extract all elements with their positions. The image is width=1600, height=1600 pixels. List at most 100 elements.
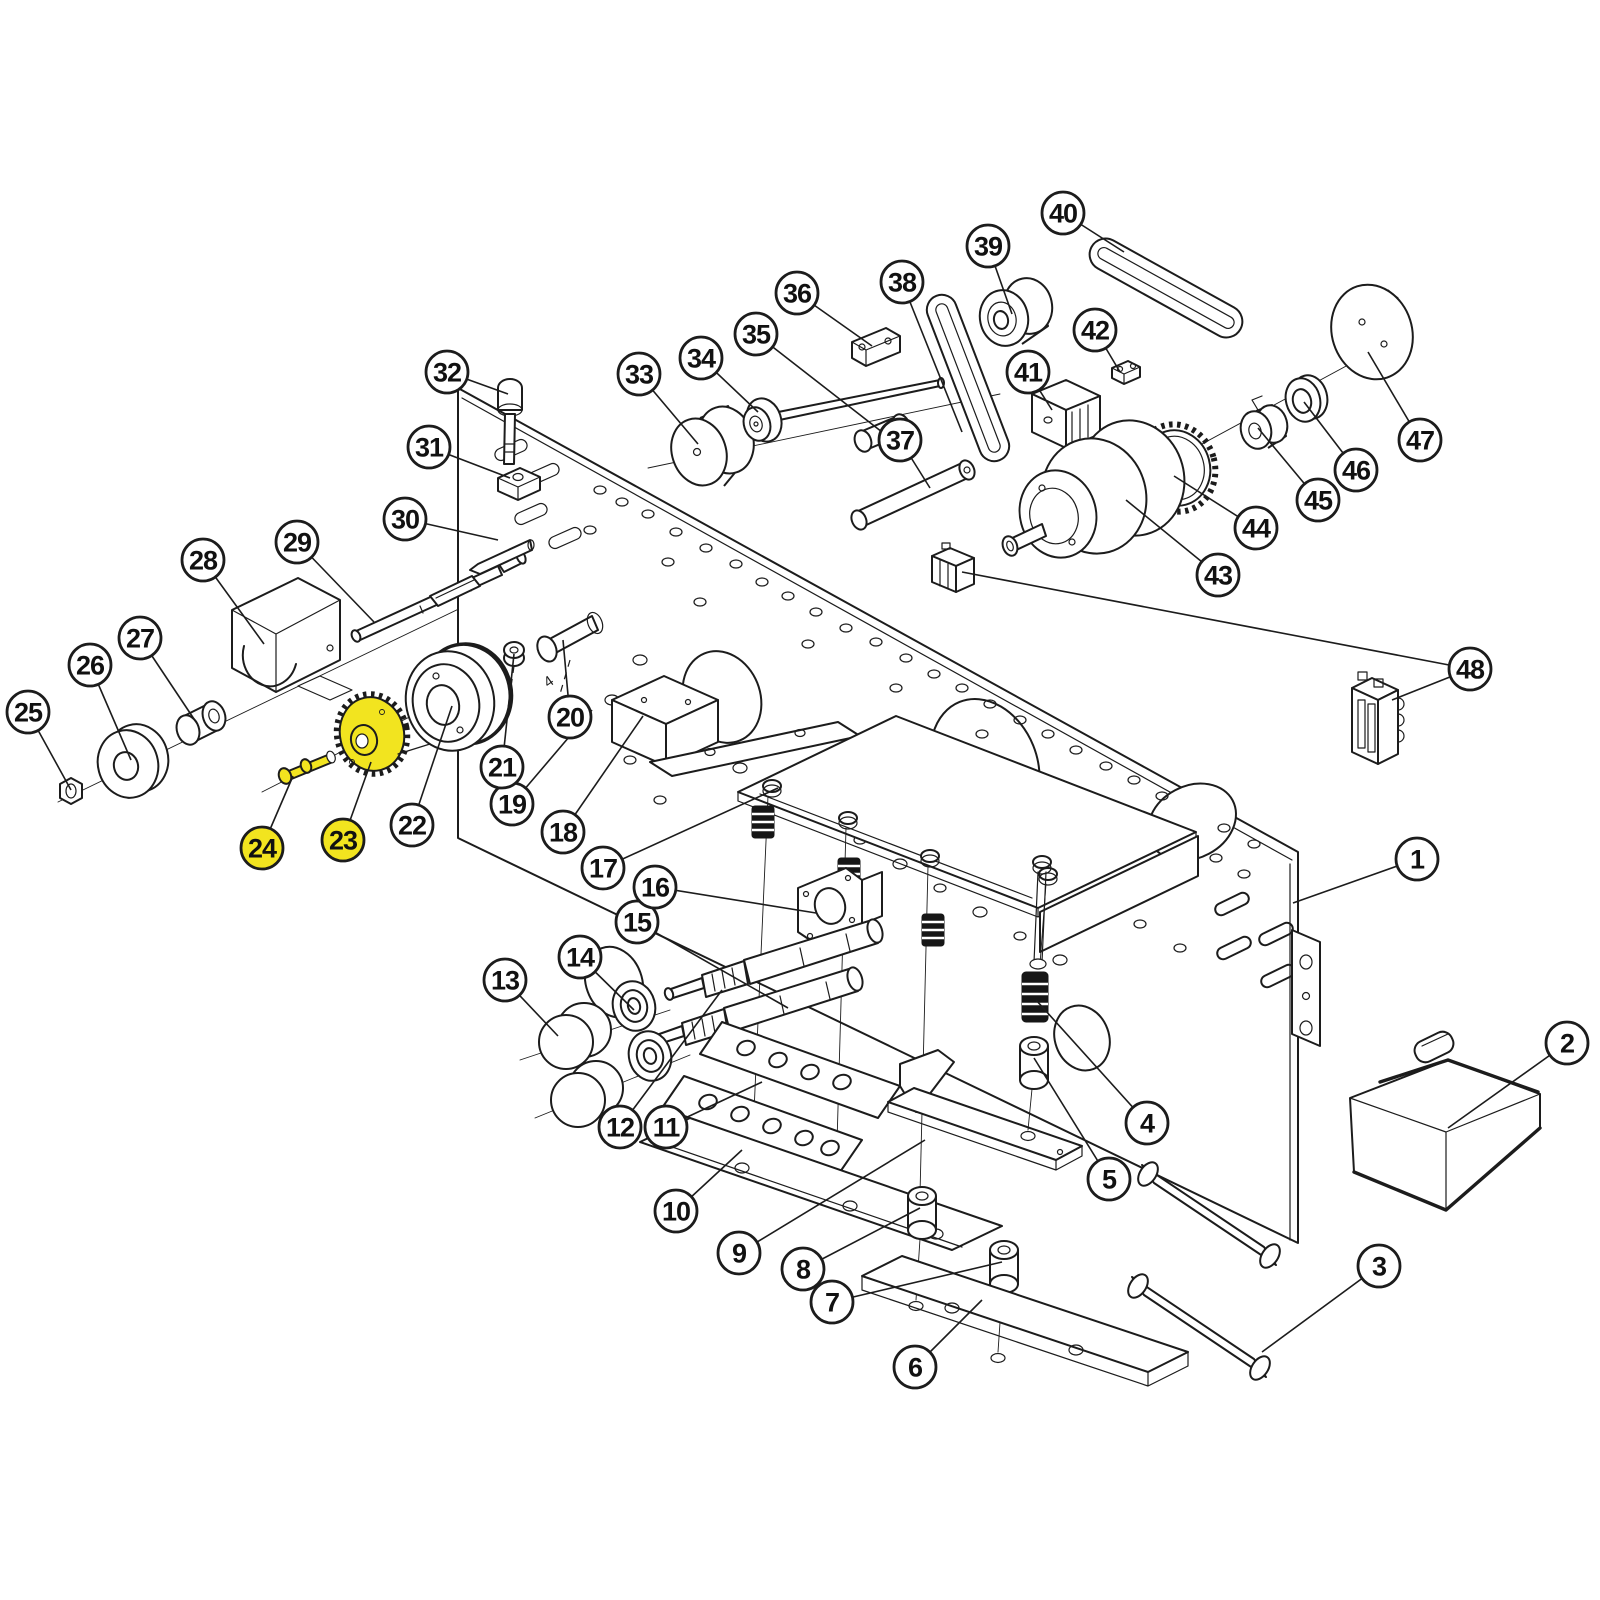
callout-balloon-44[interactable]: 44: [1233, 505, 1279, 551]
callout-balloon-38[interactable]: 38: [879, 259, 925, 305]
balloon-number-35: 35: [742, 320, 771, 350]
balloon-circle-11[interactable]: [643, 1104, 689, 1150]
callout-balloon-14[interactable]: 14: [557, 934, 603, 980]
callout-balloon-4[interactable]: 4: [1124, 1100, 1170, 1146]
balloon-circle-26[interactable]: [67, 642, 113, 688]
balloon-circle-12[interactable]: [597, 1104, 643, 1150]
callout-balloon-31[interactable]: 31: [406, 424, 452, 470]
balloon-circle-13[interactable]: [482, 957, 528, 1003]
balloon-circle-31[interactable]: [406, 424, 452, 470]
balloon-circle-29[interactable]: [274, 519, 320, 565]
balloon-circle-37[interactable]: [877, 417, 923, 463]
callout-balloon-3[interactable]: 3: [1356, 1243, 1402, 1289]
callout-balloon-1[interactable]: 1: [1394, 836, 1440, 882]
callout-balloon-37[interactable]: 37: [877, 417, 923, 463]
balloon-circle-6[interactable]: [892, 1344, 938, 1390]
balloon-circle-25[interactable]: [5, 689, 51, 735]
balloon-circle-38[interactable]: [879, 259, 925, 305]
part-7-bushing: [989, 1240, 1019, 1364]
balloon-circle-34[interactable]: [678, 335, 724, 381]
balloon-circle-3[interactable]: [1356, 1243, 1402, 1289]
balloon-circle-22[interactable]: [389, 802, 435, 848]
callout-balloon-15[interactable]: 15: [614, 899, 660, 945]
callout-balloon-34[interactable]: 34: [678, 335, 724, 381]
callout-balloon-6[interactable]: 6: [892, 1344, 938, 1390]
balloon-circle-17[interactable]: [580, 845, 626, 891]
balloon-circle-39[interactable]: [965, 223, 1011, 269]
callout-balloon-33[interactable]: 33: [616, 351, 662, 397]
balloon-circle-42[interactable]: [1072, 307, 1118, 353]
callout-balloon-25[interactable]: 25: [5, 689, 51, 735]
balloon-circle-15[interactable]: [614, 899, 660, 945]
balloon-number-22: 22: [398, 811, 426, 841]
balloon-circle-45[interactable]: [1295, 477, 1341, 523]
balloon-circle-10[interactable]: [653, 1188, 699, 1234]
balloon-circle-46[interactable]: [1333, 447, 1379, 493]
callout-balloon-19[interactable]: 19: [489, 781, 535, 827]
balloon-circle-47[interactable]: [1397, 417, 1443, 463]
balloon-circle-40[interactable]: [1040, 190, 1086, 236]
callout-balloon-30[interactable]: 30: [382, 496, 428, 542]
balloon-circle-28[interactable]: [180, 537, 226, 583]
balloon-circle-20[interactable]: [547, 694, 593, 740]
balloon-circle-41[interactable]: [1005, 349, 1051, 395]
callout-balloon-11[interactable]: 11: [643, 1104, 689, 1150]
callout-balloon-48[interactable]: 48: [1447, 646, 1493, 692]
callout-balloon-22[interactable]: 22: [389, 802, 435, 848]
callout-balloon-32[interactable]: 32: [424, 349, 470, 395]
balloon-circle-27[interactable]: [117, 615, 163, 661]
balloon-circle-36[interactable]: [774, 270, 820, 316]
callout-balloon-24[interactable]: 24: [239, 825, 285, 871]
callout-balloon-36[interactable]: 36: [774, 270, 820, 316]
callout-balloon-12[interactable]: 12: [597, 1104, 643, 1150]
callout-balloon-13[interactable]: 13: [482, 957, 528, 1003]
callout-balloon-26[interactable]: 26: [67, 642, 113, 688]
balloon-circle-9[interactable]: [716, 1230, 762, 1276]
callout-balloon-45[interactable]: 45: [1295, 477, 1341, 523]
balloon-circle-23[interactable]: [320, 817, 366, 863]
balloon-circle-4[interactable]: [1124, 1100, 1170, 1146]
callout-balloon-21[interactable]: 21: [479, 744, 525, 790]
balloon-circle-7[interactable]: [809, 1279, 855, 1325]
callout-balloon-46[interactable]: 46: [1333, 447, 1379, 493]
callout-balloon-5[interactable]: 5: [1086, 1156, 1132, 1202]
balloon-circle-24[interactable]: [239, 825, 285, 871]
callout-balloon-16[interactable]: 16: [632, 864, 678, 910]
callout-balloon-20[interactable]: 20: [547, 694, 593, 740]
callout-balloon-8[interactable]: 8: [780, 1246, 826, 1292]
balloon-circle-43[interactable]: [1195, 552, 1241, 598]
balloon-circle-8[interactable]: [780, 1246, 826, 1292]
callout-balloon-28[interactable]: 28: [180, 537, 226, 583]
balloon-circle-21[interactable]: [479, 744, 525, 790]
leader-line-9: [738, 1139, 926, 1254]
callout-balloon-7[interactable]: 7: [809, 1279, 855, 1325]
callout-balloon-43[interactable]: 43: [1195, 552, 1241, 598]
callout-balloon-39[interactable]: 39: [965, 223, 1011, 269]
balloon-circle-48[interactable]: [1447, 646, 1493, 692]
balloon-circle-33[interactable]: [616, 351, 662, 397]
callout-balloon-27[interactable]: 27: [117, 615, 163, 661]
callout-balloon-29[interactable]: 29: [274, 519, 320, 565]
balloon-circle-1[interactable]: [1394, 836, 1440, 882]
callout-balloon-35[interactable]: 35: [733, 311, 779, 357]
callout-balloon-41[interactable]: 41: [1005, 349, 1051, 395]
balloon-circle-44[interactable]: [1233, 505, 1279, 551]
callout-balloon-23[interactable]: 23: [320, 817, 366, 863]
callout-balloon-40[interactable]: 40: [1040, 190, 1086, 236]
panel-holes: [583, 485, 1261, 966]
callout-balloon-18[interactable]: 18: [540, 809, 586, 855]
callout-balloon-10[interactable]: 10: [653, 1188, 699, 1234]
balloon-circle-35[interactable]: [733, 311, 779, 357]
callout-balloon-2[interactable]: 2: [1544, 1020, 1590, 1066]
balloon-circle-14[interactable]: [557, 934, 603, 980]
callout-balloon-47[interactable]: 47: [1397, 417, 1443, 463]
callout-balloon-42[interactable]: 42: [1072, 307, 1118, 353]
balloon-circle-30[interactable]: [382, 496, 428, 542]
balloon-circle-32[interactable]: [424, 349, 470, 395]
balloon-circle-16[interactable]: [632, 864, 678, 910]
balloon-circle-5[interactable]: [1086, 1156, 1132, 1202]
callout-balloon-9[interactable]: 9: [716, 1230, 762, 1276]
balloon-circle-18[interactable]: [540, 809, 586, 855]
callout-balloon-17[interactable]: 17: [580, 845, 626, 891]
balloon-circle-2[interactable]: [1544, 1020, 1590, 1066]
